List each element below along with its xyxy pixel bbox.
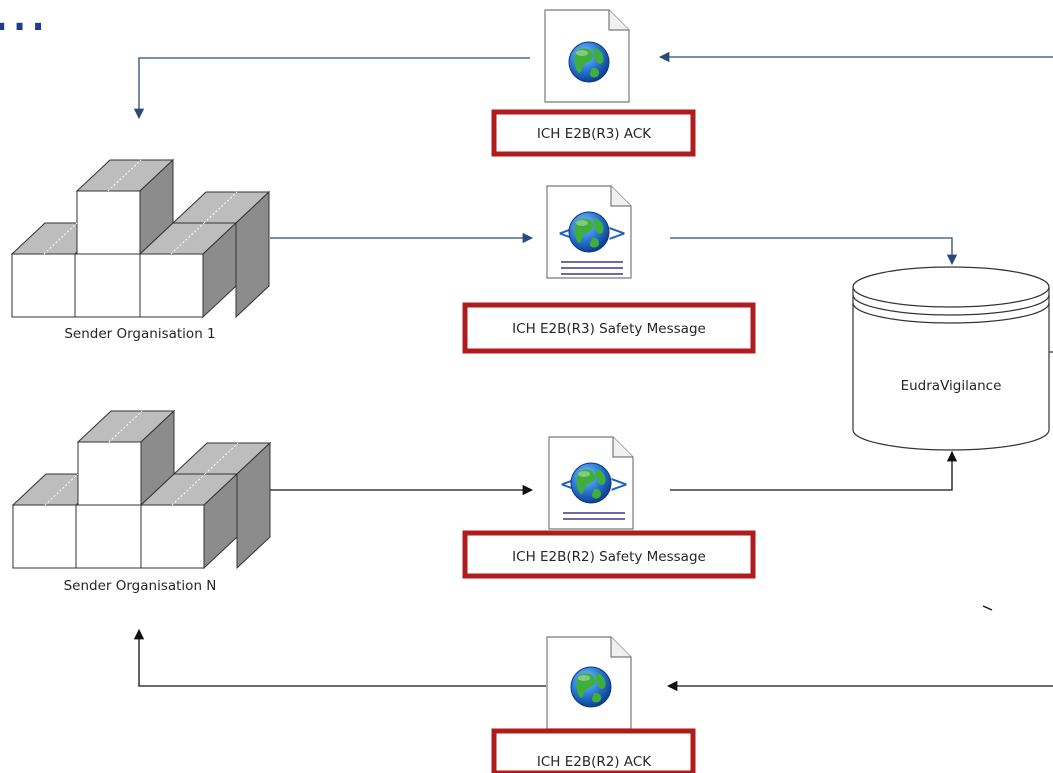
page-title: ... — [0, 0, 47, 44]
sender-organisation-n-label: Sender Organisation N — [64, 578, 217, 594]
sender-organisation-1-label: Sender Organisation 1 — [64, 326, 215, 342]
r3-safety-to-eudravigilance-arrow — [670, 237, 958, 266]
r3-safety-message-document-icon: < > — [546, 185, 632, 279]
r3-ack-to-sender1-arrow — [133, 57, 530, 120]
r2-safety-message-highlight-box — [462, 530, 756, 579]
stray-dash-mark — [982, 605, 993, 611]
r2-safety-message-document-icon: < > — [548, 436, 634, 530]
r3-safety-message-label: ICH E2B(R3) Safety Message — [512, 321, 706, 337]
eudravigilance-label: EudraVigilance — [901, 378, 1002, 394]
r2-ack-highlight-box — [491, 728, 696, 773]
r3-ack-label: ICH E2B(R3) ACK — [537, 126, 652, 142]
sender-organisation-n-icon — [12, 410, 271, 569]
eudravigilance-database-icon — [852, 266, 1050, 451]
svg-text:>: > — [607, 219, 627, 247]
r3-ack-highlight-box — [491, 109, 696, 157]
r2-safety-message-label: ICH E2B(R2) Safety Message — [512, 549, 706, 565]
svg-text:>: > — [609, 470, 629, 498]
r3-safety-message-highlight-box — [462, 302, 756, 354]
r2-safety-to-eudravigilance-arrow — [670, 450, 958, 491]
r3-ack-document-icon — [544, 9, 630, 103]
r2-ack-document-icon — [546, 636, 632, 730]
r2-ack-to-senderN-arrow — [133, 628, 546, 687]
sender-organisation-1-icon — [11, 159, 270, 318]
r2-ack-label: ICH E2B(R2) ACK — [537, 754, 652, 770]
